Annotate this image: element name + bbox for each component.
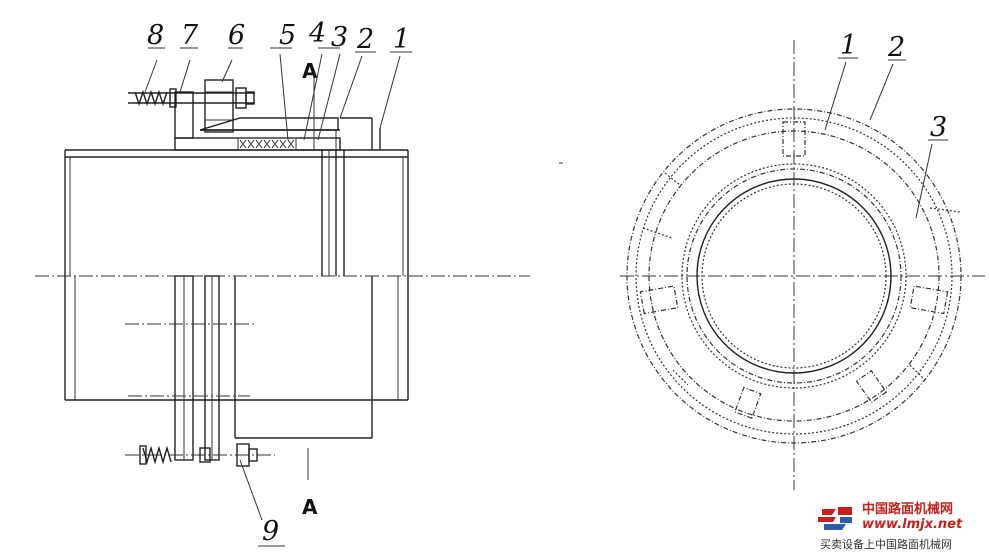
- label-part-3: 3: [331, 22, 348, 53]
- watermark-tagline: 买卖设备上中国路面机械网: [820, 537, 952, 551]
- label-part-7: 7: [181, 20, 199, 51]
- label-part-4: 4: [308, 18, 326, 49]
- section-mark-a-bottom: A: [302, 495, 318, 519]
- watermark: 中国路面机械网 www.lmjx.net 买卖设备上中国路面机械网: [818, 501, 963, 551]
- side-view: 8 7 6 5 4 3 2 1 9 A A: [35, 18, 530, 547]
- section-mark-a-top: A: [302, 59, 318, 83]
- front-label-part-3: 3: [930, 112, 947, 143]
- label-part-6: 6: [228, 20, 245, 51]
- front-label-part-2: 2: [887, 32, 905, 63]
- front-label-part-1: 1: [840, 30, 857, 61]
- label-part-9: 9: [262, 516, 279, 547]
- label-part-5: 5: [279, 20, 296, 51]
- watermark-brand: 中国路面机械网: [862, 501, 953, 517]
- label-part-8: 8: [147, 20, 164, 51]
- label-part-2: 2: [356, 24, 374, 55]
- watermark-logo: [818, 507, 852, 530]
- watermark-url: www.lmjx.net: [862, 517, 963, 532]
- front-view: 1 2 3: [559, 30, 985, 490]
- label-part-1: 1: [393, 24, 410, 55]
